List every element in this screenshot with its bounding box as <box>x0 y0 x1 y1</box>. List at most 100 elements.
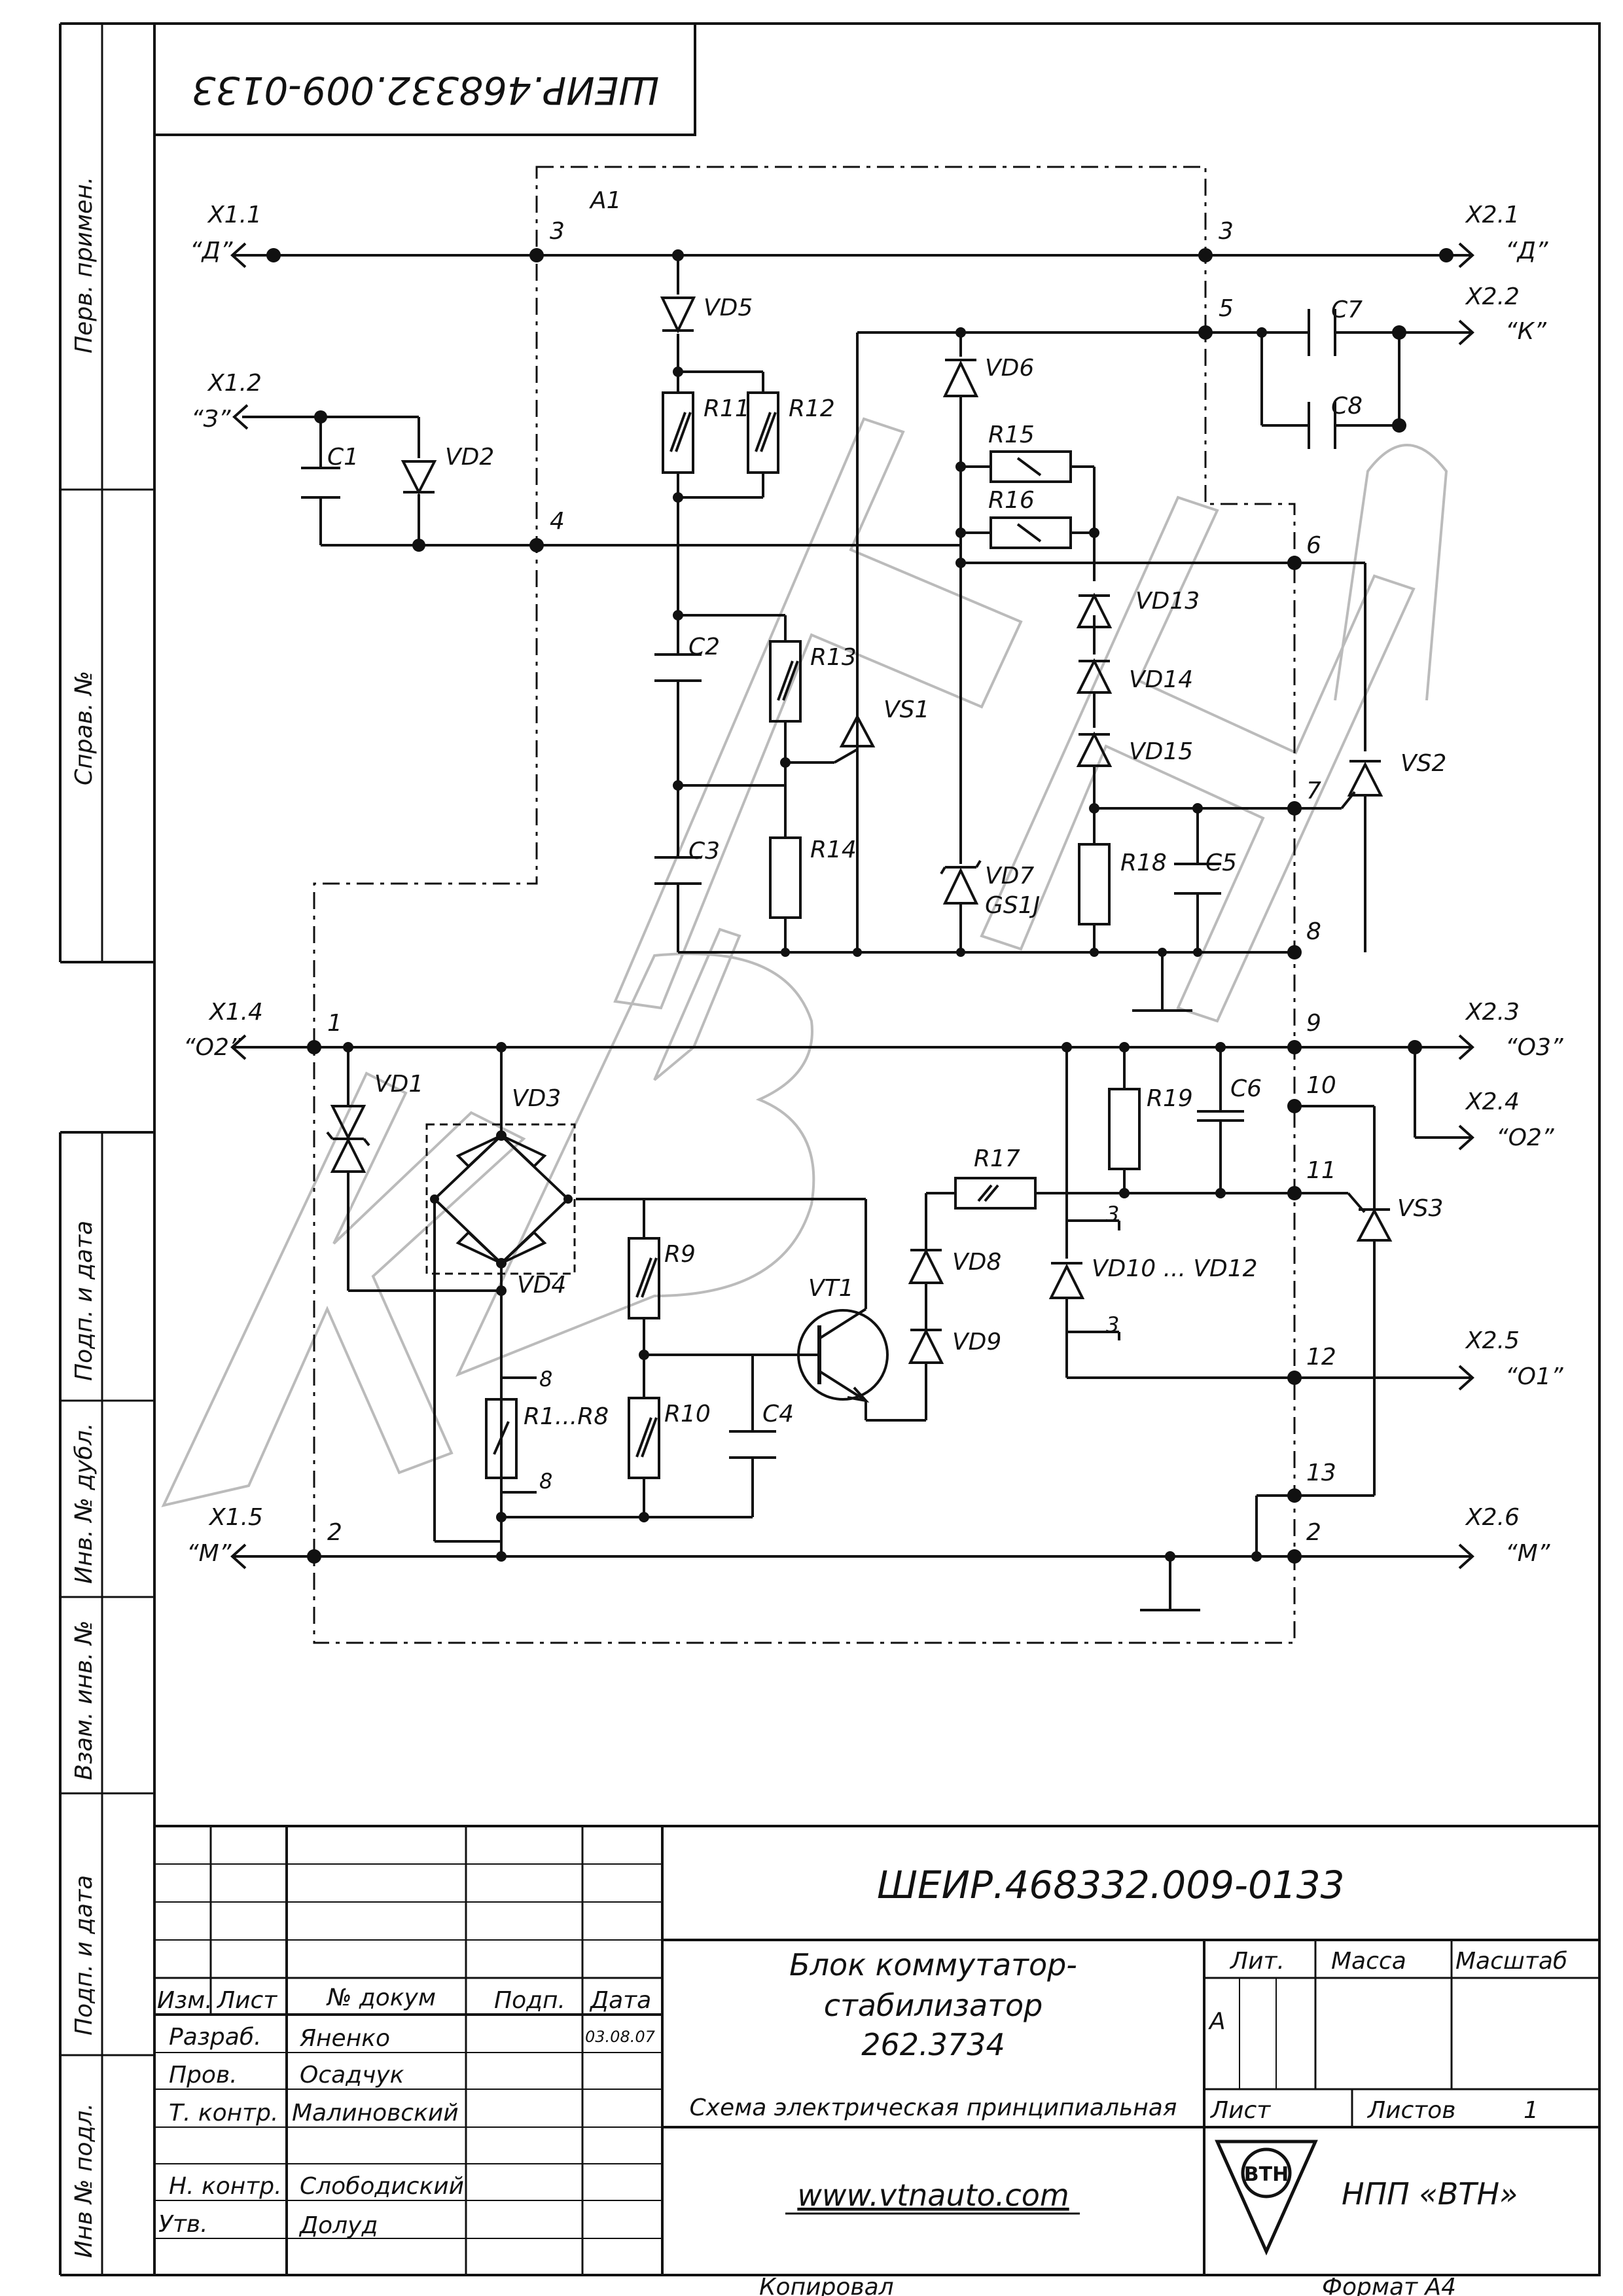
row-role-0: Разраб. <box>169 2024 261 2051</box>
document-code: ШЕИР.468332.009-0133 <box>877 1863 1345 1907</box>
c4-label: C4 <box>762 1401 794 1427</box>
row-role-4: Утв. <box>158 2211 208 2238</box>
pin-10: 10 <box>1306 1072 1336 1099</box>
row-name-0: Яненко <box>299 2025 390 2052</box>
r1-r8-count-bottom: 8 <box>539 1469 552 1494</box>
r13-resistor <box>769 640 802 723</box>
lit-value: А <box>1208 2008 1226 2035</box>
r15-label: R15 <box>988 422 1035 448</box>
vt1-label: VT1 <box>808 1275 854 1302</box>
pin-3-left: 3 <box>550 218 565 245</box>
vd6-diode <box>942 360 979 397</box>
vtn-logo <box>1215 2140 1318 2256</box>
code-mirrored: ШЕИР.468332.009-0133 <box>192 68 660 113</box>
sprav-no-label: Справ. № <box>71 671 98 785</box>
x2-5-ref: X2.5 <box>1465 1327 1520 1354</box>
row-name-2: Малиновский <box>292 2100 459 2126</box>
x2-5-sig: “О1” <box>1505 1363 1563 1390</box>
vd7-label: VD7 <box>985 863 1034 889</box>
r12-label: R12 <box>789 395 835 422</box>
vtn-logo-text: ВТН <box>1244 2163 1289 2186</box>
x1-4-ref: X1.4 <box>208 999 263 1026</box>
hdr-podp: Подп. <box>494 1987 565 2014</box>
pin-3-right: 3 <box>1219 218 1234 245</box>
x2-3-sig: “О3” <box>1505 1034 1563 1061</box>
vd10-12-count-top: 3 <box>1106 1202 1119 1227</box>
perv-primen-label: Перв. примен. <box>71 177 98 353</box>
diode-bridge-box <box>425 1123 576 1275</box>
hdr-izm: Изм. <box>157 1987 213 2014</box>
r13-label: R13 <box>810 644 857 671</box>
x2-4-sig: “О2” <box>1496 1124 1554 1151</box>
r1-r8-label: R1...R8 <box>524 1403 609 1430</box>
format-label: Формат А4 <box>1322 2274 1456 2296</box>
hdr-list: Лист <box>216 1987 277 2014</box>
x2-2-sig: “К” <box>1505 318 1546 345</box>
c5-label: C5 <box>1205 850 1237 876</box>
r18-label: R18 <box>1120 850 1167 876</box>
vd13-diode <box>1076 592 1113 628</box>
title-line-1: Блок коммутатор- <box>789 1947 1077 1982</box>
pin-5: 5 <box>1219 295 1234 322</box>
vs1-label: VS1 <box>883 696 929 723</box>
r11-resistor <box>662 391 694 474</box>
watermark-kvtn <box>161 417 1448 1507</box>
title-block-text: ШЕИР.468332.009-0133 Блок коммутатор- ст… <box>157 1863 1567 2296</box>
sheet-label: Лист <box>1209 2097 1271 2124</box>
r11-label: R11 <box>704 395 750 422</box>
row-name-4: Долуд <box>298 2212 378 2239</box>
pin-7: 7 <box>1306 778 1321 804</box>
hdr-data: Дата <box>589 1987 651 2014</box>
block-a1-outline <box>313 166 1296 1644</box>
x2-1-sig: “Д” <box>1505 238 1548 264</box>
vd2-diode <box>401 460 437 495</box>
x2-2-ref: X2.2 <box>1465 283 1520 310</box>
x2-1-ref: X2.1 <box>1465 202 1520 228</box>
vd7-diode <box>942 867 979 905</box>
vd14-diode <box>1076 658 1113 694</box>
vd10-12-count-bottom: 3 <box>1106 1312 1119 1337</box>
vs2-thyristor <box>1347 761 1383 797</box>
r16-label: R16 <box>988 487 1035 514</box>
pin-9: 9 <box>1306 1010 1321 1037</box>
r10-resistor <box>628 1397 660 1479</box>
pin-1: 1 <box>327 1010 342 1037</box>
podp-data-label-2: Подп. и дата <box>71 1875 98 2036</box>
vd1-label: VD1 <box>374 1071 423 1098</box>
vd8-label: VD8 <box>952 1249 1001 1276</box>
junction-dots <box>266 248 1454 1564</box>
r9-label: R9 <box>664 1241 696 1268</box>
r9-resistor <box>628 1237 660 1319</box>
r10-label: R10 <box>664 1401 711 1427</box>
row-name-3: Слободиский <box>300 2173 464 2200</box>
vd3-label: VD3 <box>512 1085 561 1112</box>
r14-resistor <box>769 836 802 919</box>
x1-2-sig: “З” <box>191 406 231 433</box>
vs2-label: VS2 <box>1400 750 1446 777</box>
x2-6-ref: X2.6 <box>1465 1504 1520 1531</box>
r1-r8-resistor <box>485 1398 518 1479</box>
hdr-dokum: № докум <box>326 1984 436 2011</box>
c8-label: C8 <box>1331 393 1363 420</box>
vd1-diode <box>330 1105 366 1173</box>
c3-label: C3 <box>688 838 720 865</box>
vd10-12-diode <box>1048 1263 1085 1299</box>
vd10-12-label: VD10 ... VD12 <box>1092 1255 1258 1282</box>
schema-subtitle: Схема электрическая принципиальная <box>690 2094 1177 2121</box>
pin-4: 4 <box>550 508 565 535</box>
pin-8: 8 <box>1306 918 1321 945</box>
x1-4-sig: “О2” <box>183 1034 241 1061</box>
schematic-labels: X1.1 “Д” X1.2 “З” X1.4 “О2” X1.5 “М” X2.… <box>183 202 1563 1567</box>
r17-label: R17 <box>974 1145 1020 1172</box>
vd15-diode <box>1076 731 1113 767</box>
podp-data-label-1: Подп. и дата <box>71 1221 98 1381</box>
vd14-label: VD14 <box>1129 666 1193 693</box>
x1-2-ref: X1.2 <box>207 370 262 397</box>
scale-label: Масштаб <box>1455 1948 1567 1975</box>
vd9-label: VD9 <box>952 1329 1001 1355</box>
r19-label: R19 <box>1147 1085 1193 1112</box>
pin-13: 13 <box>1306 1460 1336 1486</box>
c2-label: C2 <box>688 634 720 660</box>
vd15-label: VD15 <box>1129 738 1193 765</box>
